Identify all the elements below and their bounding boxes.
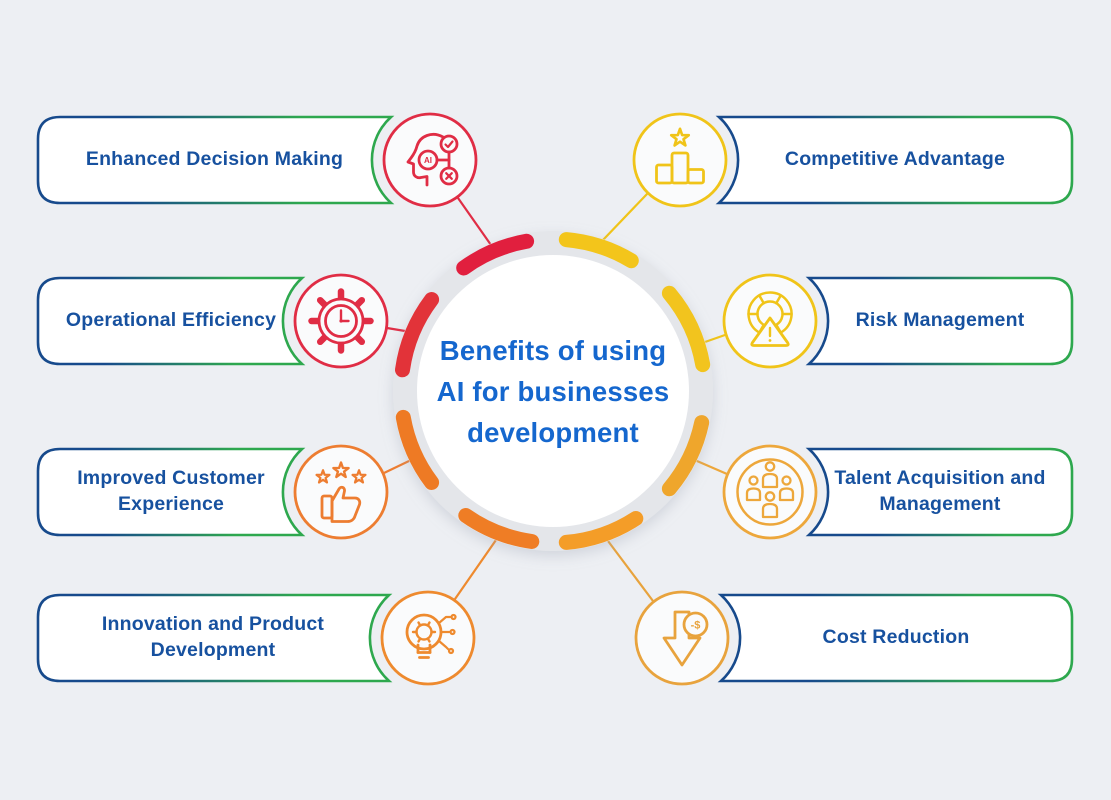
connector-enhanced-decision-making	[456, 196, 493, 247]
pill-cost-reduction	[717, 593, 1074, 683]
benefit-label-improved-customer-experience: Improved Customer Experience	[77, 467, 265, 515]
benefit-label-risk-management: Risk Management	[855, 309, 1025, 332]
benefit-label-innovation-product-development: Innovation and Product Development	[101, 613, 325, 661]
connector-improved-customer-experience	[382, 459, 411, 475]
benefit-label-cost-reduction: Cost Reduction	[822, 626, 970, 649]
diagram-title: Benefits of using AI for businesses deve…	[413, 325, 693, 460]
pill-operational-efficiency	[36, 276, 306, 366]
pill-risk-management	[805, 276, 1074, 366]
connector-cost-reduction	[606, 539, 655, 603]
diagram-title-line-3: development	[467, 416, 639, 448]
hub-dashed-ring	[395, 232, 711, 550]
ai-decision-icon: AI	[382, 112, 478, 208]
connector-talent-acquisition	[695, 459, 729, 476]
benefit-label-operational-efficiency: Operational Efficiency	[65, 309, 277, 332]
hub-inner-circle	[417, 255, 689, 527]
lightbulb-gear-icon	[380, 590, 476, 686]
podium-star-icon	[632, 112, 728, 208]
diagram-title-line-1: Benefits of using	[439, 335, 667, 367]
connector-operational-efficiency	[385, 326, 407, 333]
benefit-label-enhanced-decision-making: Enhanced Decision Making	[85, 148, 344, 171]
gauge-warning-icon	[722, 273, 818, 369]
connector-competitive-advantage	[601, 192, 649, 242]
connector-lines	[382, 192, 729, 603]
pill-enhanced-decision-making	[36, 115, 395, 205]
benefit-label-competitive-advantage: Competitive Advantage	[784, 148, 1006, 171]
dollar-down-arrow-icon: -$	[634, 590, 730, 686]
benefit-label-talent-acquisition: Talent Acquisition and Management	[834, 467, 1046, 515]
gear-clock-icon	[293, 273, 389, 369]
ai-label-text: AI	[424, 156, 432, 165]
pill-competitive-advantage	[715, 115, 1074, 205]
thumbs-up-stars-icon	[293, 444, 389, 540]
connector-risk-management	[703, 333, 727, 344]
pill-talent-acquisition	[805, 447, 1074, 537]
dollar-coin-text: -$	[691, 620, 701, 632]
benefit-pills	[36, 115, 1074, 683]
pill-improved-customer-experience	[36, 447, 306, 537]
center-hub	[393, 231, 713, 551]
connector-innovation-product-development	[453, 538, 498, 601]
diagram-title-line-2: AI for businesses	[436, 376, 670, 408]
people-group-icon	[722, 444, 818, 540]
pill-innovation-product-development	[36, 593, 393, 683]
